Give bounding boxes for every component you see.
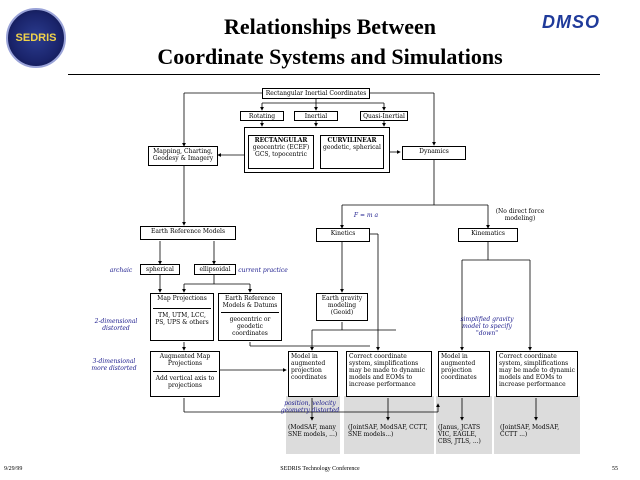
rectangular-box: RECTANGULAR geocentric (ECEF) GCS, topoc… bbox=[248, 135, 314, 169]
dynamics-box: Dynamics bbox=[402, 146, 466, 160]
erm-datums-title: Earth Reference Models & Datums bbox=[222, 295, 278, 309]
aug-map-title: Augmented Map Projections bbox=[159, 353, 211, 367]
shade-col4 bbox=[494, 396, 580, 454]
augmented-map-box: Augmented Map Projections Add vertical a… bbox=[150, 351, 220, 397]
slide-title-line2: Coordinate Systems and Simulations bbox=[157, 44, 503, 69]
shade-col2 bbox=[344, 396, 434, 454]
two-dim-label: 2-dimensional distorted bbox=[94, 318, 138, 332]
model-augmented-1-box: Model in augmented projection coordinate… bbox=[288, 351, 338, 397]
earth-ref-models-box: Earth Reference Models bbox=[140, 226, 236, 240]
dmso-logo: DMSO bbox=[542, 12, 600, 32]
rotating-box: Rotating bbox=[240, 111, 284, 121]
shade-col3 bbox=[436, 396, 492, 454]
aug-map-body: Add vertical axis to projections bbox=[153, 371, 217, 389]
slide-title-line1: Relationships Between bbox=[223, 14, 437, 39]
rectangular-body: geocentric (ECEF) GCS, topocentric bbox=[252, 144, 310, 158]
erm-datums-box: Earth Reference Models & Datums geocentr… bbox=[218, 293, 282, 341]
examples-3: (Janus, JCATS VIC, EAGLE, CBS, JTLS, ...… bbox=[438, 424, 481, 445]
kinetics-box: Kinetics bbox=[316, 228, 370, 242]
kinematics-box: Kinematics bbox=[458, 228, 518, 242]
erm-datums-body: geocentric or geodetic coordinates bbox=[221, 312, 279, 337]
inertial-box: Inertial bbox=[294, 111, 338, 121]
map-projections-box: Map Projections TM, UTM, LCC, PS, UPS & … bbox=[150, 293, 214, 341]
simplified-gravity-label: simplified gravity model to specify "dow… bbox=[460, 316, 514, 337]
pos-vel-distorted-label: position, velocity geometry distorted bbox=[280, 400, 340, 414]
no-direct-force-label: (No direct force modeling) bbox=[495, 208, 545, 222]
correct-coords-2-box: Correct coordinate system, simplificatio… bbox=[496, 351, 578, 397]
curvilinear-body: geodetic, spherical bbox=[323, 144, 381, 151]
rect-inertial-box: Rectangular Inertial Coordinates bbox=[262, 88, 370, 99]
rectangular-title: RECTANGULAR bbox=[254, 137, 308, 144]
spherical-box: spherical bbox=[140, 264, 180, 275]
current-practice-label: current practice bbox=[238, 267, 288, 274]
mapping-box: Mapping, Charting, Geodesy & Imagery bbox=[148, 146, 218, 166]
sedris-logo: SEDRIS bbox=[6, 8, 66, 68]
footer-date: 9/29/99 bbox=[4, 466, 23, 472]
map-proj-title: Map Projections bbox=[157, 295, 207, 302]
map-proj-body: TM, UTM, LCC, PS, UPS & others bbox=[153, 308, 211, 326]
curvilinear-title: CURVILINEAR bbox=[327, 137, 377, 144]
ellipsoidal-box: ellipsoidal bbox=[194, 264, 236, 275]
f-ma-label: F = m a bbox=[353, 212, 379, 219]
examples-1: (ModSAF, many SNE models, ...) bbox=[288, 424, 338, 438]
curvilinear-box: CURVILINEAR geodetic, spherical bbox=[320, 135, 384, 169]
earth-gravity-box: Earth gravity modeling (Geoid) bbox=[316, 293, 368, 321]
archaic-label: archaic bbox=[109, 267, 133, 274]
examples-4: (JointSAF, ModSAF, CCTT ...) bbox=[500, 424, 560, 438]
shade-col1 bbox=[286, 396, 340, 454]
examples-2: (JointSAF, ModSAF, CCTT, SNE models...) bbox=[348, 424, 428, 438]
title-divider bbox=[68, 74, 600, 75]
footer-conference: SEDRIS Technology Conference bbox=[280, 466, 360, 472]
correct-coords-1-box: Correct coordinate system, simplificatio… bbox=[346, 351, 432, 397]
quasi-inertial-box: Quasi-Inertial bbox=[360, 111, 408, 121]
footer-page-number: 55 bbox=[612, 466, 618, 472]
model-augmented-2-box: Model in augmented projection coordinate… bbox=[438, 351, 490, 397]
three-dim-label: 3-dimensional more distorted bbox=[91, 358, 137, 372]
